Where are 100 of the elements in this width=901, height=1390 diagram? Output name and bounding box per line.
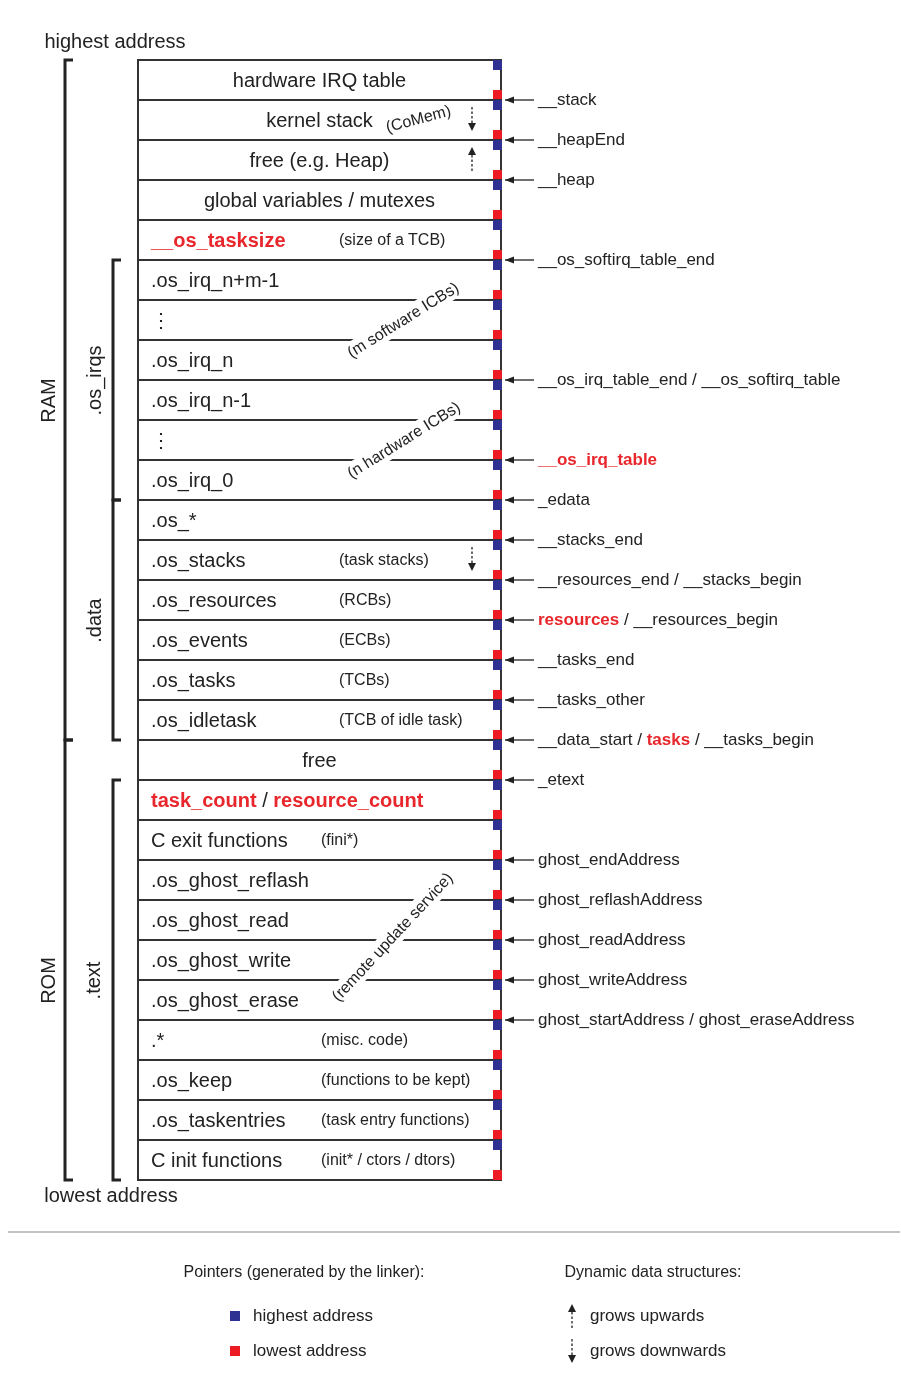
section-note: (task stacks) [339,550,429,570]
section-label: free (e.g. Heap) [249,148,390,173]
memory-section [137,139,502,181]
pointer-label: __tasks_end [538,647,635,673]
section-label: ⋮ [151,308,171,333]
pointer-arrow [504,936,535,944]
rotated-label: RAM [35,377,60,423]
pointer-arrow [504,456,535,464]
section-note: (RCBs) [339,590,392,610]
section-label: .os_keep [151,1068,233,1094]
pointer-label: __tasks_other [538,687,645,713]
pointer-arrow [504,96,535,104]
pointer-arrow [504,496,535,504]
pointer-arrow [504,536,535,544]
pointer-arrow [504,616,535,624]
legend-label: grows downwards [590,1340,727,1363]
section-label: C exit functions [151,828,288,853]
legend-label: highest address [253,1305,374,1328]
legend-label: lowest address [253,1340,367,1363]
memory-section [137,1059,502,1101]
pointer-arrow [504,776,535,784]
pointer-label: ghost_reflashAddress [538,887,703,913]
pointer-arrow [504,1016,535,1024]
label: Dynamic data structures: [564,1262,742,1282]
section-note: (functions to be kept) [321,1070,471,1090]
memory-section [137,179,502,221]
section-label: kernel stack [266,108,373,133]
pointer-label: __os_irq_table_end / __os_softirq_table [538,367,841,393]
pointer-label: __os_irq_table [538,447,658,473]
memory-section [137,539,502,581]
pointer-label: resources / __resources_begin [538,607,779,633]
section-label: .os_events [151,628,248,654]
section-label: hardware IRQ table [232,68,407,93]
pointer-arrow [504,256,535,264]
pointer-label: __data_start / tasks / __tasks_begin [538,727,814,753]
section-note: (TCBs) [339,670,390,690]
pointer-arrow [504,856,535,864]
pointer-arrow [504,656,535,664]
pointer-arrow [504,176,535,184]
section-label: .os_ghost_erase [151,988,299,1014]
section-label: C init functions [151,1148,283,1173]
section-note: (size of a TCB) [339,230,446,250]
section-label: .os_irq_0 [151,468,234,494]
section-label: .os_stacks [151,548,246,574]
memory-section [137,1099,502,1141]
section-note: (fini*) [321,830,359,850]
label: Pointers (generated by the linker): [183,1262,425,1282]
section-label: ⋮ [151,428,171,453]
section-label: .os_ghost_reflash [151,868,309,894]
memory-section [137,499,502,541]
pointer-arrow [504,136,535,144]
memory-section [137,219,502,261]
pointer-label: ghost_startAddress / ghost_eraseAddress [538,1007,855,1033]
pointer-arrow [504,576,535,584]
section-note: (init* / ctors / dtors) [321,1150,456,1170]
pointer-label: __os_softirq_table_end [538,247,715,273]
memory-section [137,739,502,781]
section-note: (ECBs) [339,630,391,650]
section-label: .os_taskentries [151,1108,286,1134]
pointer-label: _etext [538,767,585,793]
pointer-label: __resources_end / __stacks_begin [538,567,802,593]
section-label: .os_irq_n+m-1 [151,268,280,294]
pointer-arrow [504,696,535,704]
section-note: (TCB of idle task) [339,710,463,730]
rotated-label: .data [81,597,106,643]
rotated-label: .text [81,961,106,999]
section-label: .os_ghost_read [151,908,289,934]
section-label: .os_ghost_write [151,948,292,974]
rotated-label: .os_irqs [81,345,107,415]
pointer-arrow [504,976,535,984]
memory-section [137,819,502,861]
section-label: .os_* [151,508,197,534]
pointer-arrow [504,896,535,904]
section-note: (task entry functions) [321,1110,470,1130]
section-note: (misc. code) [321,1030,409,1050]
section-label: free [302,748,337,773]
pointer-arrow [504,736,535,744]
section-label: task_count / resource_count [151,788,424,813]
label: highest address [44,28,186,54]
section-label: .os_idletask [151,708,257,734]
section-label: __os_tasksize [151,228,286,253]
pointer-label: _edata [538,487,590,513]
memory-section [137,779,502,821]
pointer-label: ghost_endAddress [538,847,680,873]
memory-section [137,59,502,101]
pointer-arrow [504,376,535,384]
pointer-label: __stacks_end [538,527,643,553]
memory-section [137,99,502,141]
section-label: .os_irq_n-1 [151,388,252,414]
rotated-label: ROM [35,956,60,1004]
pointer-label: __heap [538,167,595,193]
memory-section [137,579,502,621]
section-label: .os_resources [151,588,277,614]
section-label: .os_tasks [151,668,236,694]
memory-section [137,619,502,661]
section-label: .os_irq_n [151,348,234,374]
memory-section [137,1139,502,1181]
section-label: .* [151,1028,165,1053]
pointer-label: __heapEnd [538,127,625,153]
section-label: global variables / mutexes [203,188,436,213]
